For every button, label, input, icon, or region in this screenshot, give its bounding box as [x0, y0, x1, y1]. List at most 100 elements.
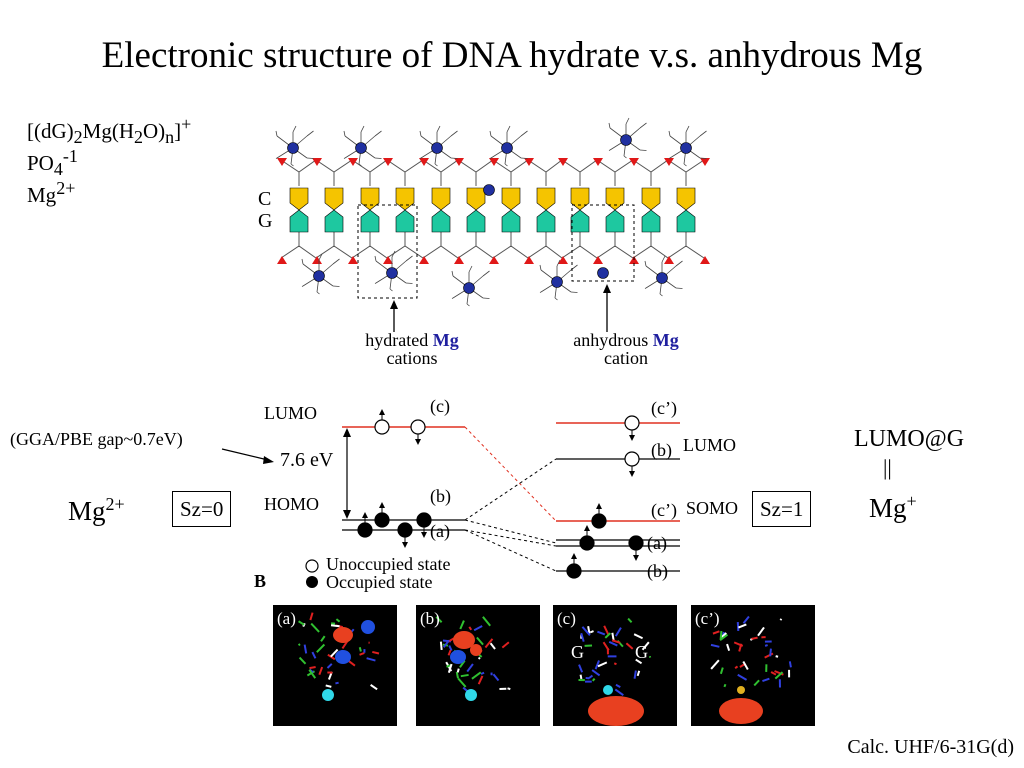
- unoccupied-state: [624, 415, 640, 431]
- somo-label: SOMO: [686, 498, 739, 518]
- phosphate-top: [558, 158, 568, 166]
- corr-2: [464, 519, 557, 544]
- spin-arrow-head: [379, 409, 385, 415]
- bond: [633, 633, 644, 640]
- bond: [309, 666, 316, 670]
- bond: [757, 626, 765, 637]
- bond: [310, 622, 320, 633]
- water-h: [539, 264, 542, 271]
- bond: [764, 652, 774, 659]
- mg-ion: [355, 142, 367, 154]
- orbital-lobe: [719, 698, 763, 724]
- bond: [587, 625, 591, 634]
- occupied-legend-icon: [306, 576, 318, 588]
- phosphate-top: [419, 158, 429, 166]
- water-h: [343, 157, 346, 159]
- bond: [335, 681, 339, 685]
- gap-value: 7.6 eV: [280, 449, 334, 471]
- phosphate-top: [700, 158, 710, 166]
- unoccupied-legend: Unoccupied state: [326, 554, 451, 574]
- spin-arrow-head: [362, 512, 368, 518]
- bond: [316, 643, 326, 653]
- spin-arrow-head: [633, 555, 639, 561]
- mg-ion: [483, 184, 495, 196]
- panel-label: (c’): [695, 609, 720, 628]
- water-h: [391, 250, 396, 258]
- water-h: [332, 258, 340, 265]
- bond: [751, 636, 758, 640]
- water-h: [436, 125, 441, 133]
- bond: [457, 677, 467, 688]
- water-h: [685, 125, 690, 133]
- bond: [611, 639, 621, 644]
- panel-label: (b): [420, 609, 440, 628]
- anhydrous-mg-box: [571, 204, 635, 282]
- water-h: [360, 125, 365, 133]
- bond: [738, 623, 747, 629]
- g-base: [360, 209, 380, 233]
- phosphate-top: [664, 158, 674, 166]
- bond: [366, 657, 376, 662]
- water-h: [318, 253, 323, 261]
- bond: [588, 674, 594, 679]
- orbital-panel-c: (c) G G: [553, 605, 677, 726]
- water-h: [625, 117, 630, 125]
- occupied-state: [374, 512, 390, 528]
- occupied-state: [591, 513, 607, 529]
- bond: [712, 630, 720, 635]
- orbital-lobe: [588, 696, 644, 726]
- bond: [719, 633, 729, 641]
- homo-label: HOMO: [264, 494, 320, 514]
- molecule-render: [435, 616, 511, 701]
- occupied-state: [416, 512, 432, 528]
- water-h: [539, 291, 542, 293]
- bond: [492, 673, 500, 682]
- bond: [466, 663, 474, 673]
- phosphate-bottom: [558, 256, 568, 264]
- spin-arrow-head: [415, 439, 421, 445]
- bond: [580, 632, 585, 642]
- panel-b-label: B: [254, 571, 267, 591]
- bond: [764, 644, 768, 647]
- bond: [614, 627, 622, 637]
- strand-label-c: C: [258, 188, 272, 210]
- bond: [308, 669, 317, 679]
- occupied-state: [397, 522, 413, 538]
- water-h: [683, 163, 687, 167]
- phosphate-bottom: [454, 256, 464, 264]
- mg-ion: [313, 270, 325, 282]
- bond: [448, 645, 453, 652]
- g-base: [289, 209, 309, 233]
- anhydrous-arrowhead: [603, 284, 611, 293]
- water-h: [389, 288, 393, 292]
- mg-ion: [680, 142, 692, 154]
- water-h: [482, 270, 490, 277]
- bond: [311, 651, 317, 659]
- gap-note-pointer: [221, 448, 269, 461]
- phosphate-top: [312, 158, 322, 166]
- water-h: [668, 130, 671, 137]
- spin-arrow-head: [629, 471, 635, 477]
- bond: [370, 684, 378, 691]
- bond: [589, 630, 594, 634]
- mg-atom: [737, 686, 745, 694]
- spin-arrow-head: [571, 553, 577, 559]
- phosphate-bottom: [312, 256, 322, 264]
- spin-arrow-head: [402, 542, 408, 548]
- corr-4: [464, 529, 557, 572]
- bond: [372, 650, 380, 655]
- water-h: [639, 149, 647, 151]
- water-h: [466, 303, 470, 307]
- bond: [615, 683, 621, 689]
- bond: [774, 671, 784, 680]
- bond: [719, 630, 723, 640]
- water-h: [374, 130, 382, 137]
- water-h: [608, 149, 611, 151]
- orbital-lobe: [453, 631, 475, 649]
- hydrated-arrowhead: [390, 300, 398, 309]
- molecule-render: [578, 617, 652, 726]
- bond: [719, 667, 724, 675]
- g-base: [324, 209, 344, 233]
- level-c-label: (c): [430, 396, 450, 416]
- bond: [611, 632, 615, 642]
